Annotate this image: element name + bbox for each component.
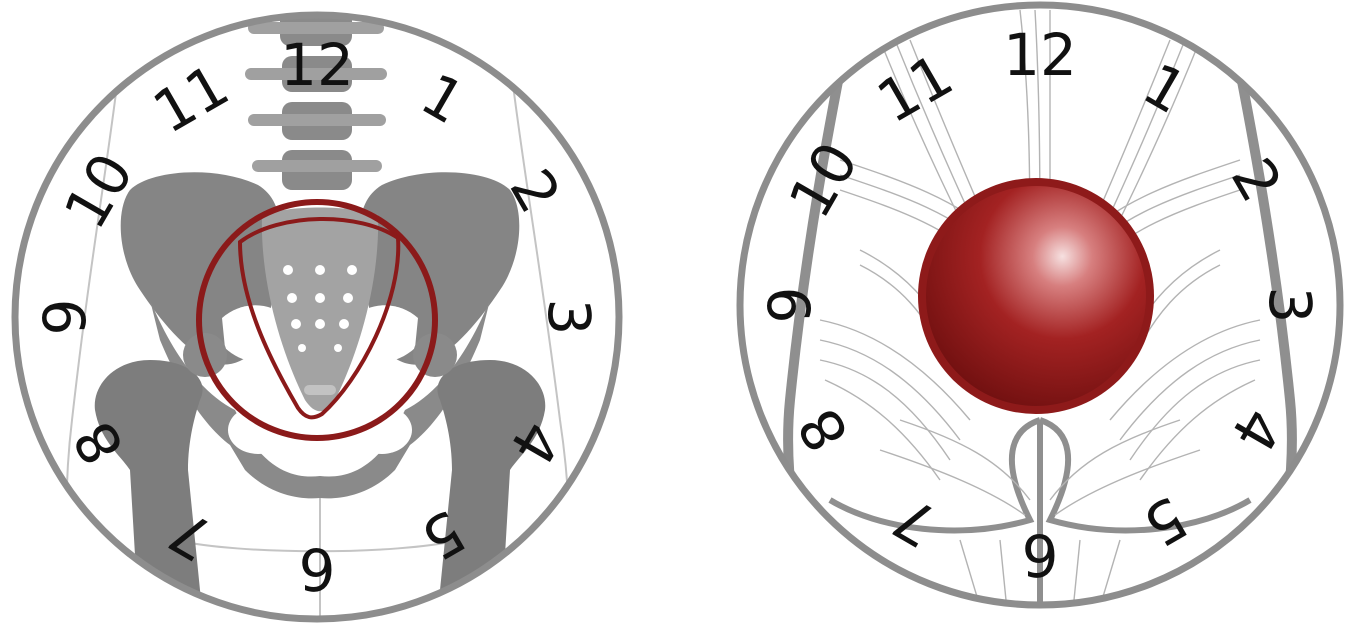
left_clock-numeral-6: 6: [299, 535, 336, 603]
left_clock-numeral-9: 9: [31, 299, 99, 336]
left_clock-numeral-3: 3: [535, 299, 603, 336]
pelvic-floor-ball-shading: [926, 186, 1146, 406]
left_clock-numeral-12: 12: [280, 31, 354, 99]
right_clock-numeral-6: 6: [1022, 521, 1059, 589]
right_clock-numeral-12: 12: [1003, 21, 1077, 89]
right_clock-numeral-9: 9: [756, 287, 824, 324]
right_clock-numeral-3: 3: [1256, 287, 1324, 324]
